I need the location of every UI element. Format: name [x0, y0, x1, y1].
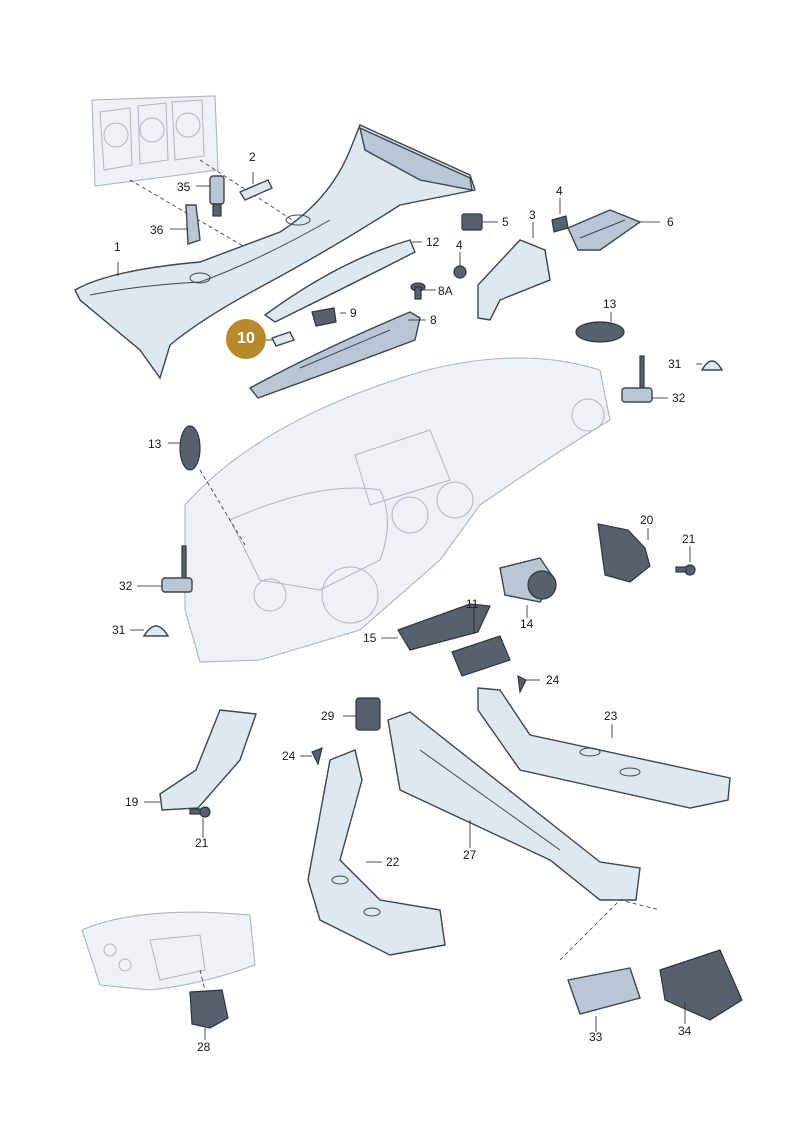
label-14: 14	[520, 617, 534, 631]
label-35: 35	[177, 180, 191, 194]
part-10-cover	[271, 331, 295, 347]
label-9: 9	[350, 306, 357, 320]
label-3: 3	[529, 208, 536, 222]
part-12-trim-strip	[263, 239, 416, 323]
inset-vent-detail	[91, 95, 301, 251]
label-8: 8	[430, 313, 437, 327]
part-14-air-vent	[499, 557, 557, 603]
inset-pedal-detail	[81, 911, 256, 991]
part-5-bracket	[461, 213, 483, 231]
label-29: 29	[321, 709, 335, 723]
part-32-sensor-right	[621, 355, 653, 403]
label-33: 33	[589, 1030, 603, 1044]
label-2: 2	[249, 150, 256, 164]
label-36: 36	[150, 223, 164, 237]
highlight-badge-10: 10	[226, 319, 266, 359]
label-19: 19	[125, 795, 139, 809]
part-9-switch	[311, 307, 337, 327]
part-1-cowl-panel	[74, 124, 476, 380]
part-8a-screw	[410, 282, 426, 300]
label-22: 22	[386, 855, 400, 869]
label-4b: 4	[556, 184, 563, 198]
part-4-nut	[453, 265, 467, 279]
part-21-screw-right	[675, 564, 696, 576]
label-24b: 24	[282, 749, 296, 763]
dashboard-outline	[184, 357, 611, 663]
part-24-clip-right	[517, 674, 527, 695]
part-31-grommet-right	[700, 360, 724, 371]
part-15-storage-tray	[397, 603, 491, 651]
part-32-sensor-left	[161, 545, 193, 593]
part-28-pedal-pad	[189, 989, 229, 1029]
part-20-bracket	[597, 523, 651, 583]
part-33-vent-duct	[567, 967, 641, 1015]
part-13-side-vent-right	[575, 321, 625, 343]
label-6: 6	[667, 215, 674, 229]
part-24-clip-left	[311, 747, 323, 766]
part-23-air-duct	[477, 687, 731, 809]
part-6-vent	[567, 209, 642, 251]
part-22-footwell-duct	[307, 749, 446, 956]
label-13b: 13	[148, 437, 162, 451]
label-4a: 4	[456, 238, 463, 252]
label-34: 34	[678, 1024, 692, 1038]
part-29-cap	[355, 697, 381, 731]
part-34-control-unit	[659, 949, 743, 1021]
part-27-center-duct	[387, 711, 641, 901]
label-5: 5	[502, 215, 509, 229]
part-13-side-vent-left	[179, 425, 201, 471]
label-8a: 8A	[438, 284, 453, 298]
label-13a: 13	[603, 297, 617, 311]
dash-33-34	[559, 899, 661, 961]
part-3-bracket	[477, 239, 551, 321]
label-12: 12	[426, 235, 440, 249]
part-35-sensor	[209, 175, 225, 217]
label-15: 15	[363, 631, 377, 645]
label-32a: 32	[672, 391, 686, 405]
part-31-grommet-left	[142, 625, 170, 637]
label-1: 1	[114, 240, 121, 254]
part-2-clip	[238, 179, 273, 201]
label-32b: 32	[119, 579, 133, 593]
label-20: 20	[640, 513, 654, 527]
label-31a: 31	[668, 357, 682, 371]
label-28: 28	[197, 1040, 211, 1054]
label-31b: 31	[112, 623, 126, 637]
part-36-bracket	[185, 204, 201, 245]
label-27: 27	[463, 848, 477, 862]
label-23: 23	[604, 709, 618, 723]
part-4-clip	[551, 215, 569, 233]
part-21-screw-left	[189, 806, 211, 818]
label-11: 11	[466, 597, 479, 611]
label-21b: 21	[195, 836, 209, 850]
part-19-side-duct	[159, 709, 257, 811]
part-8-trim-panel	[248, 311, 421, 399]
label-24a: 24	[546, 673, 560, 687]
part-11-vent-grille	[451, 635, 511, 677]
leader-lines	[117, 172, 702, 1040]
label-21a: 21	[682, 532, 696, 546]
